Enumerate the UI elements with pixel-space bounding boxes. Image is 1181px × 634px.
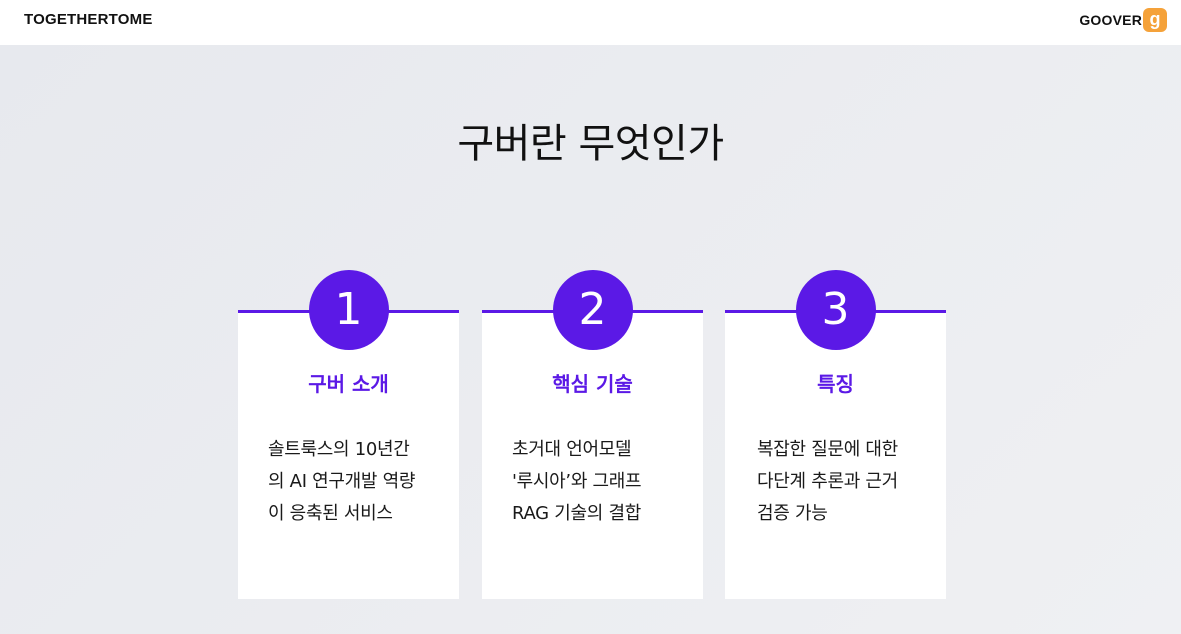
card-description-line: 복잡한 질문에 대한 — [757, 439, 898, 460]
card-description-line: 초거대 언어모델 — [512, 439, 632, 460]
number-badge: 2 — [552, 270, 633, 350]
brand-logo-togethertome[interactable]: TOGETHERTOME — [24, 11, 153, 28]
card-title: 핵심 기술 — [552, 372, 633, 396]
feature-card-1: 1 구버 소개 솔트룩스의 10년간 의 AI 연구개발 역량 이 응축된 서비… — [238, 270, 459, 599]
top-bar: TOGETHERTOME GOOVER g — [0, 0, 1181, 45]
number-badge: 1 — [308, 270, 389, 350]
card-description-line: '루시아’와 그래프 — [512, 471, 642, 492]
card-description-line: 검증 가능 — [757, 503, 828, 524]
card-description: 초거대 언어모델 '루시아’와 그래프 RAG 기술의 결합 — [512, 434, 681, 530]
card-description: 복잡한 질문에 대한 다단계 추론과 근거 검증 가능 — [757, 434, 924, 530]
card-title: 구버 소개 — [308, 372, 389, 396]
brand-logo-goover[interactable]: GOOVER g — [1079, 8, 1167, 32]
card-title: 특징 — [817, 372, 854, 396]
card-description: 솔트룩스의 10년간 의 AI 연구개발 역량 이 응축된 서비스 — [268, 434, 437, 530]
goover-wordmark: GOOVER — [1079, 12, 1142, 28]
goover-g-icon: g — [1143, 8, 1167, 32]
card-description-line: 솔트룩스의 10년간 — [268, 439, 410, 460]
number-badge: 3 — [795, 270, 876, 350]
card-description-line: 이 응축된 서비스 — [268, 503, 393, 524]
page-title: 구버란 무엇인가 — [457, 121, 724, 167]
feature-card-2: 2 핵심 기술 초거대 언어모델 '루시아’와 그래프 RAG 기술의 결합 — [482, 270, 703, 599]
slide-main: 구버란 무엇인가 1 구버 소개 솔트룩스의 10년간 의 AI 연구개발 역량… — [0, 45, 1181, 634]
feature-card-3: 3 특징 복잡한 질문에 대한 다단계 추론과 근거 검증 가능 — [725, 270, 946, 599]
card-description-line: RAG 기술의 결합 — [512, 503, 641, 524]
card-description-line: 다단계 추론과 근거 — [757, 471, 898, 492]
card-description-line: 의 AI 연구개발 역량 — [268, 471, 416, 492]
